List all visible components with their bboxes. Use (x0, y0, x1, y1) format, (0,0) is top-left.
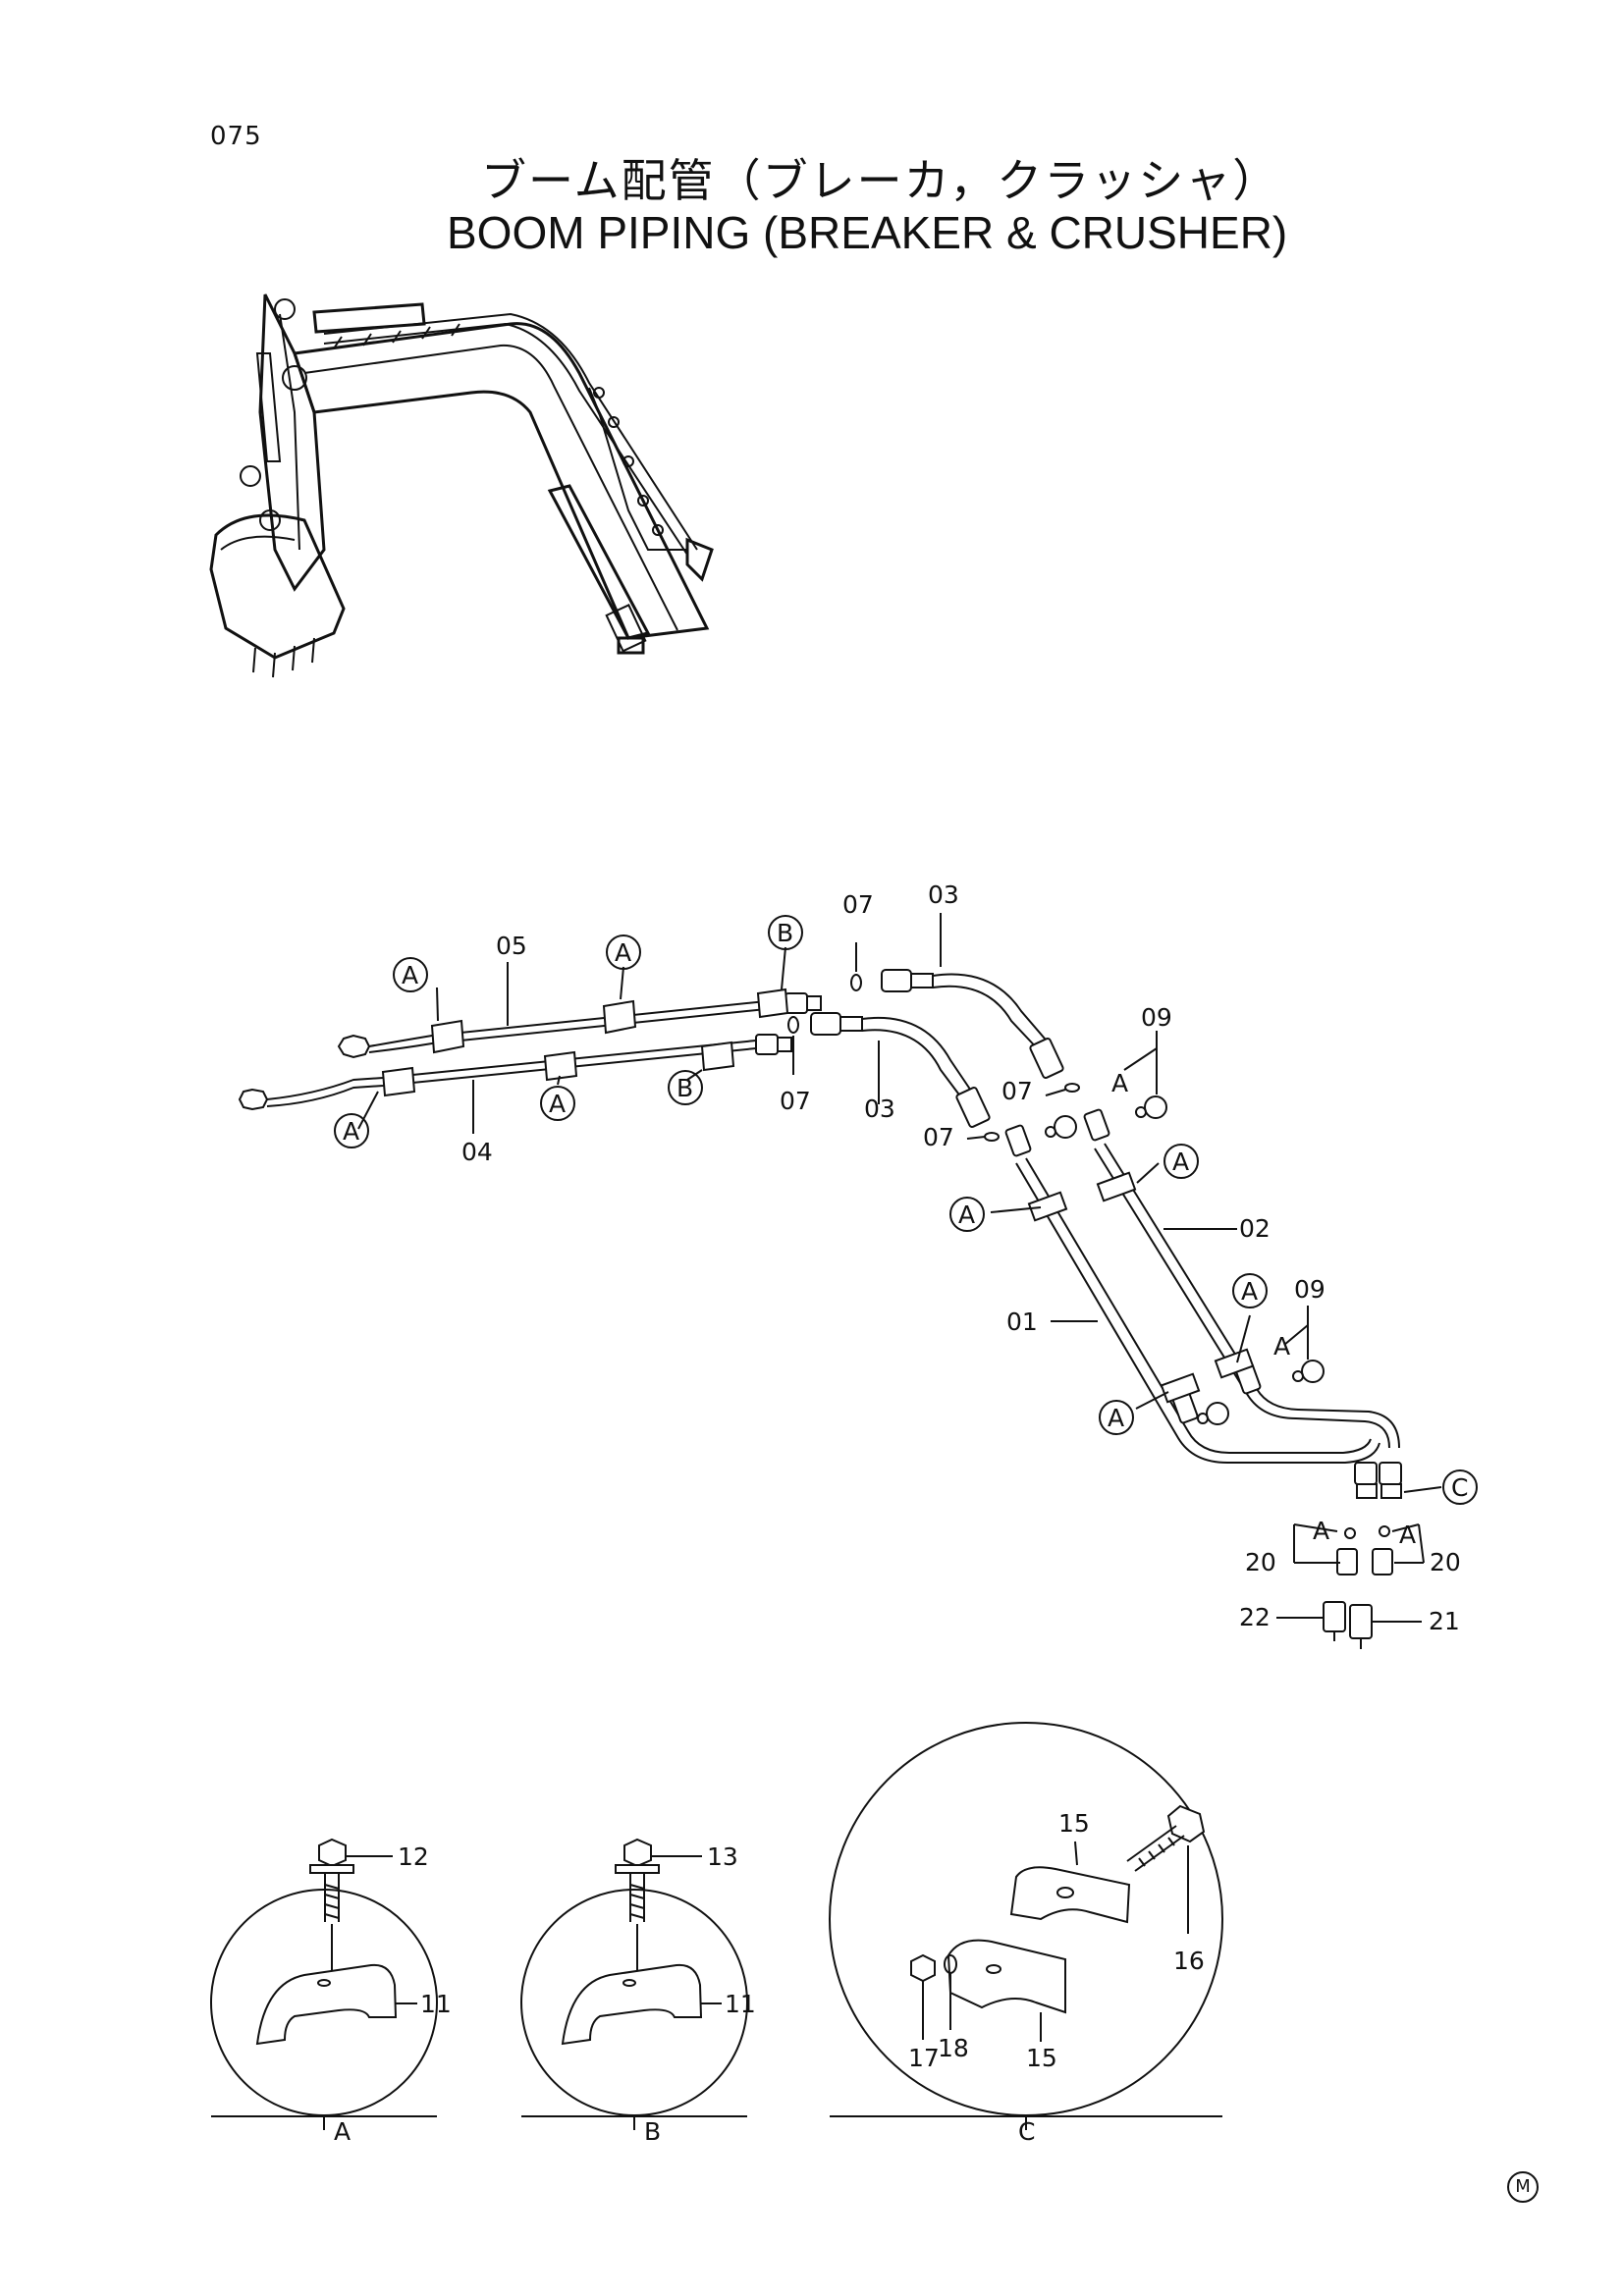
ref-a-4: A (549, 1090, 566, 1118)
ref-markers (334, 915, 1478, 1505)
detail-a-caption: A (334, 2117, 351, 2146)
label-07-bottom: 07 (780, 1087, 811, 1115)
ref-a-adapter-2: A (1399, 1521, 1416, 1549)
title-english: BOOM PIPING (BREAKER & CRUSHER) (447, 207, 1288, 258)
label-07-top: 07 (842, 890, 874, 919)
pipe-04-assembly (238, 1034, 792, 1111)
label-22: 22 (1239, 1603, 1271, 1631)
detail-c-baseline (830, 2115, 1222, 2130)
label-07-lower: 07 (923, 1123, 954, 1151)
detail-b (520, 1838, 748, 2116)
label-15-top: 15 (1058, 1809, 1090, 1838)
corner-mark: M (1507, 2171, 1539, 2203)
ref-a-2: A (615, 938, 631, 967)
label-09-bottom: 09 (1294, 1275, 1325, 1304)
label-11-b: 11 (725, 1990, 756, 2018)
ref-a-6: A (1172, 1148, 1189, 1176)
pipe-05-assembly (337, 988, 822, 1059)
ref-a-3: A (343, 1117, 359, 1146)
detail-c-caption: C (1018, 2117, 1035, 2146)
hose-03-upper (881, 969, 1064, 1079)
ref-b-1: B (777, 919, 793, 947)
detail-b-baseline (521, 2115, 747, 2130)
ref-a-5: A (958, 1201, 975, 1229)
pipe-01-02-assembly (1004, 1095, 1402, 1499)
ref-a-1: A (402, 961, 418, 989)
ref-a-plug-1: A (1111, 1069, 1128, 1097)
detail-c (829, 1722, 1223, 2116)
label-03-bottom: 03 (864, 1095, 895, 1123)
adapters-20-21-22 (1323, 1525, 1393, 1649)
hose-03-lower (810, 1012, 991, 1128)
label-17: 17 (908, 2044, 940, 2072)
ref-c: C (1451, 1473, 1468, 1502)
label-20-left: 20 (1245, 1548, 1276, 1576)
ref-a-8: A (1108, 1404, 1124, 1432)
label-09-top: 09 (1141, 1003, 1172, 1032)
title-japanese: ブーム配管（ブレーカ，クラッシャ） (481, 154, 1280, 207)
detail-a (210, 1838, 438, 2116)
label-12: 12 (398, 1842, 429, 1871)
detail-a-baseline (211, 2115, 437, 2130)
label-16: 16 (1173, 1947, 1205, 1975)
label-18: 18 (938, 2034, 969, 2062)
label-04: 04 (461, 1138, 493, 1166)
excavator-overview (209, 294, 714, 678)
ref-a-adapter-1: A (1313, 1517, 1329, 1545)
ref-a-7: A (1241, 1277, 1258, 1306)
label-02: 02 (1239, 1214, 1271, 1243)
detail-b-caption: B (644, 2117, 661, 2146)
leader-lines (357, 913, 1442, 1623)
label-15-bottom: 15 (1026, 2044, 1057, 2072)
label-20-right: 20 (1430, 1548, 1461, 1576)
label-05: 05 (496, 932, 527, 960)
page-number: 075 (210, 122, 262, 151)
o-rings-07 (787, 974, 1080, 1142)
label-21: 21 (1429, 1607, 1460, 1635)
label-07-right: 07 (1001, 1077, 1033, 1105)
ref-b-2: B (676, 1074, 693, 1102)
label-13: 13 (707, 1842, 738, 1871)
label-01: 01 (1006, 1308, 1038, 1336)
label-11-a: 11 (420, 1990, 452, 2018)
ref-a-plug-2: A (1273, 1332, 1290, 1361)
label-03-top: 03 (928, 881, 959, 909)
